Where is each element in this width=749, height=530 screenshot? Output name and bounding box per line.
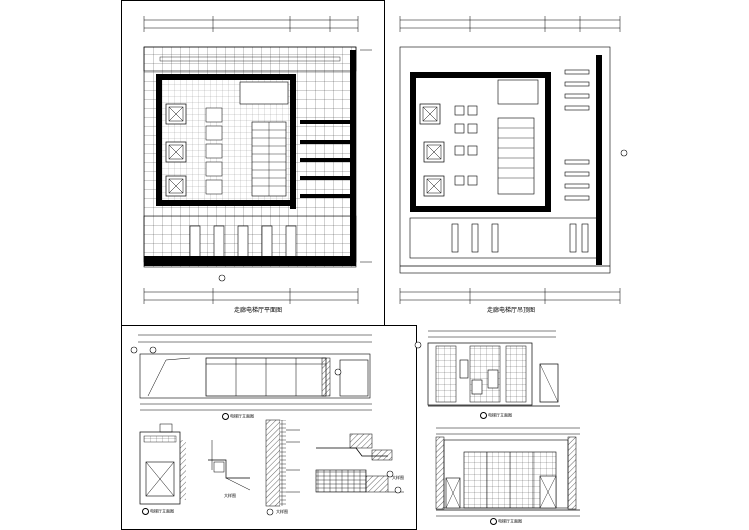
elevation-b-title-text: 电梯厅立面图 bbox=[150, 508, 174, 514]
section-marker-icon bbox=[480, 412, 487, 419]
elevation-d-title-text: 电梯厅立面图 bbox=[498, 518, 522, 524]
elevation-c bbox=[414, 330, 560, 407]
detail-2 bbox=[265, 419, 300, 516]
detail-3-title: 大样图 bbox=[392, 475, 404, 480]
elevation-d bbox=[435, 427, 580, 517]
section-marker-icon bbox=[142, 508, 149, 515]
elevation-c-title-text: 电梯厅立面图 bbox=[488, 412, 512, 418]
elevation-a-title-text: 电梯厅立面图 bbox=[230, 413, 254, 419]
elevation-a-title: 电梯厅立面图 bbox=[222, 413, 254, 420]
elevation-b-title: 电梯厅立面图 bbox=[142, 508, 174, 515]
elevation-b bbox=[139, 423, 186, 505]
elevation-d-title: 电梯厅立面图 bbox=[490, 518, 522, 525]
elevation-c-title: 电梯厅立面图 bbox=[480, 412, 512, 419]
detail-1 bbox=[208, 440, 251, 491]
floor-plan bbox=[143, 16, 372, 304]
section-marker-icon bbox=[222, 413, 229, 420]
detail-2-title: 大样图 bbox=[276, 509, 288, 514]
plan-title: 走廊电梯厅平面图 bbox=[234, 307, 283, 314]
section-marker-icon bbox=[490, 518, 497, 525]
detail-1-title: 大样图 bbox=[224, 493, 236, 498]
detail-3 bbox=[315, 433, 404, 494]
ceiling-title: 走廊电梯厅吊顶图 bbox=[487, 307, 536, 314]
ceiling-plan bbox=[399, 16, 628, 304]
elevation-a bbox=[130, 334, 372, 411]
